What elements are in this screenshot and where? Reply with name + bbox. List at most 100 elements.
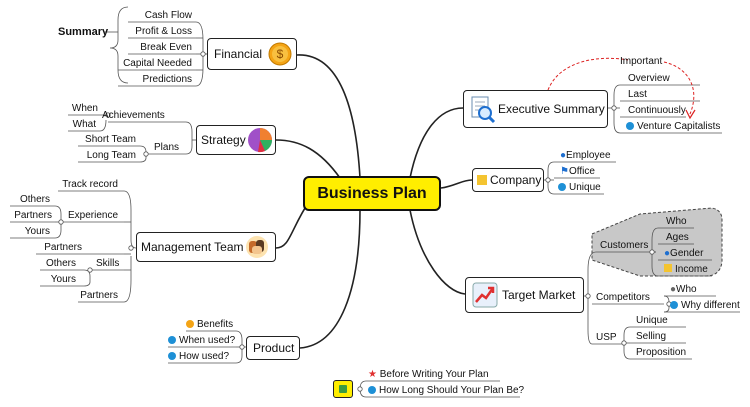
legend-item-label: Before Writing Your Plan (379, 369, 489, 380)
product-item-label: Benefits (197, 319, 234, 330)
legend-node[interactable] (333, 380, 353, 398)
executive-item-label: Venture Capitalists (637, 121, 721, 132)
building-icon (477, 175, 487, 185)
growth-chart-icon (472, 282, 498, 308)
management-title: Management Team (141, 240, 244, 254)
target-node[interactable]: Target Market (465, 277, 584, 313)
strategy-node[interactable]: Strategy (196, 125, 276, 155)
question-icon (670, 301, 678, 309)
product-item-label: When used? (179, 335, 236, 346)
experience-label[interactable]: Experience (68, 210, 119, 221)
branch-company (440, 179, 473, 189)
company-item-label: Office (568, 166, 595, 177)
usp-item[interactable]: Proposition (636, 347, 687, 358)
skills-item[interactable]: Others (45, 258, 76, 269)
branch-product (299, 209, 361, 349)
legend-item-label: How Long Should Your Plan Be? (379, 385, 525, 396)
competitors-label[interactable]: Competitors (596, 292, 650, 303)
competitors-item[interactable]: ●Who (670, 284, 697, 296)
skills-label[interactable]: Skills (96, 258, 120, 269)
branch-strategy (275, 139, 341, 179)
customers-item[interactable]: Ages (666, 232, 689, 243)
executive-node[interactable]: Executive Summary (463, 90, 608, 128)
product-item[interactable]: How used? (168, 351, 229, 363)
strategy-title: Strategy (201, 133, 246, 147)
executive-title: Executive Summary (498, 102, 605, 116)
skills-item[interactable]: Yours (50, 274, 76, 285)
executive-item[interactable]: Venture Capitalists (626, 121, 720, 133)
important-callout[interactable]: Important (620, 56, 663, 67)
company-item-label: Employee (566, 150, 611, 161)
management-node[interactable]: Management Team (136, 232, 276, 262)
question-icon (168, 352, 176, 360)
question-icon (558, 183, 566, 191)
usp-item[interactable]: Unique (636, 315, 668, 326)
customers-item-label: Gender (670, 248, 704, 259)
company-node[interactable]: Company (472, 168, 544, 192)
target-title: Target Market (502, 288, 576, 302)
branch-financial (295, 54, 361, 179)
company-item[interactable]: ●Employee (560, 150, 611, 162)
pie-chart-icon (248, 128, 273, 153)
customers-item[interactable]: ●Gender (664, 248, 703, 260)
financial-item[interactable]: Predictions (142, 74, 192, 85)
experience-item[interactable]: Partners (14, 210, 52, 221)
branch-executive (409, 107, 464, 179)
svg-text:$: $ (277, 47, 284, 61)
achievements-label[interactable]: Achievements (102, 110, 165, 121)
usp-label[interactable]: USP (596, 332, 617, 343)
financial-item[interactable]: Capital Needed (123, 58, 192, 69)
strategy-item[interactable]: When (71, 103, 98, 114)
plans-label[interactable]: Plans (154, 142, 180, 153)
financial-item[interactable]: Profit & Loss (135, 26, 192, 37)
branch-target (409, 209, 466, 295)
competitors-item-label: Who (676, 284, 697, 295)
product-node[interactable]: Product (246, 336, 300, 360)
flag-icon: ⚑ (560, 166, 569, 177)
competitors-item-label: Why different (681, 300, 740, 311)
competitors-item[interactable]: Why different (670, 300, 740, 312)
question-icon (368, 386, 376, 394)
smiley-icon (186, 320, 194, 328)
skills-partners[interactable]: Partners (44, 242, 82, 253)
legend-item[interactable]: ★ Before Writing Your Plan (368, 369, 489, 381)
summary-label: Summary (58, 26, 109, 38)
company-item[interactable]: ⚑Office (560, 166, 595, 178)
product-item-label: How used? (179, 351, 230, 362)
track-record[interactable]: Track record (62, 179, 118, 190)
customers-item[interactable]: Income (664, 264, 708, 276)
company-item[interactable]: Unique (558, 182, 601, 194)
management-partners[interactable]: Partners (80, 290, 118, 301)
financial-node[interactable]: Financial $ (207, 38, 297, 70)
usp-item[interactable]: Selling (636, 331, 667, 342)
question-icon (168, 336, 176, 344)
strategy-item[interactable]: Long Team (86, 150, 136, 161)
financial-item[interactable]: Break Even (140, 42, 192, 53)
customers-item-label: Income (675, 264, 708, 275)
experience-item[interactable]: Others (19, 194, 50, 205)
executive-item[interactable]: Overview (628, 73, 670, 84)
company-title: Company (490, 173, 542, 187)
central-topic[interactable]: Business Plan (303, 176, 441, 211)
money-icon (664, 264, 672, 272)
financial-title: Financial (214, 47, 263, 61)
product-item[interactable]: When used? (168, 335, 235, 347)
legend-item[interactable]: How Long Should Your Plan Be? (368, 385, 524, 397)
financial-item[interactable]: Cash Flow (144, 10, 192, 21)
executive-item[interactable]: Last (628, 89, 647, 100)
customers-item[interactable]: Who (666, 216, 687, 227)
experience-item[interactable]: Yours (24, 226, 50, 237)
document-search-icon (471, 96, 496, 124)
product-item[interactable]: Benefits (186, 319, 233, 331)
strategy-item[interactable]: Short Team (85, 134, 136, 145)
legend-icon (339, 385, 347, 393)
person-icon: ● (664, 248, 671, 259)
strategy-item[interactable]: What (72, 119, 96, 130)
product-title: Product (253, 341, 295, 355)
executive-item[interactable]: Continuously (628, 105, 686, 116)
customers-label[interactable]: Customers (600, 240, 649, 251)
person-icon: ● (560, 150, 567, 161)
info-icon (626, 122, 634, 130)
